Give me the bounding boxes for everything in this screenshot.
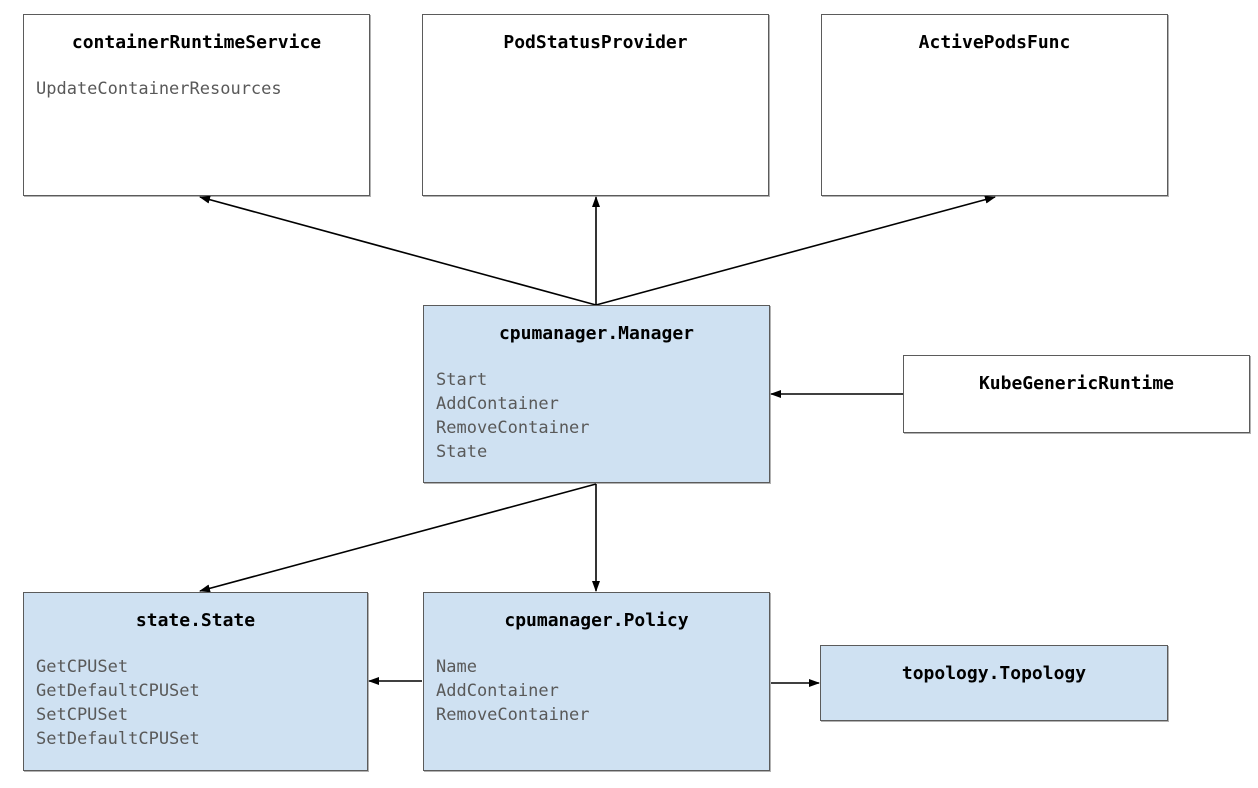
edge-manager-to-state xyxy=(199,483,597,593)
node-member: SetCPUSet xyxy=(36,705,129,725)
node-member: GetCPUSet xyxy=(36,657,129,677)
edge-manager-to-container-runtime-service xyxy=(199,195,597,306)
node-title: ActivePodsFunc xyxy=(918,32,1071,53)
node-member: UpdateContainerResources xyxy=(36,79,282,99)
node-topology-topology[interactable]: topology.Topology xyxy=(820,645,1168,721)
node-member: RemoveContainer xyxy=(436,418,590,438)
node-member: AddContainer xyxy=(436,394,559,414)
node-member: Start xyxy=(436,370,488,390)
node-pod-status-provider[interactable]: PodStatusProvider xyxy=(422,14,769,196)
node-title: cpumanager.Policy xyxy=(504,610,689,631)
node-member: RemoveContainer xyxy=(436,705,590,725)
edge-manager-to-active-pods-func xyxy=(595,195,996,306)
node-member: GetDefaultCPUSet xyxy=(36,681,200,701)
node-active-pods-func[interactable]: ActivePodsFunc xyxy=(821,14,1168,196)
node-member: SetDefaultCPUSet xyxy=(36,729,200,749)
node-member: State xyxy=(436,442,488,462)
node-title: cpumanager.Manager xyxy=(498,323,695,344)
node-member: AddContainer xyxy=(436,681,559,701)
node-kube-generic-runtime[interactable]: KubeGenericRuntime xyxy=(903,355,1250,433)
node-member: Name xyxy=(436,657,477,677)
node-title: KubeGenericRuntime xyxy=(978,373,1175,394)
node-member-list: UpdateContainerResources xyxy=(36,77,369,101)
node-title: containerRuntimeService xyxy=(71,32,322,53)
node-title: PodStatusProvider xyxy=(503,32,688,53)
node-title: state.State xyxy=(135,610,256,631)
node-title: topology.Topology xyxy=(901,663,1087,684)
